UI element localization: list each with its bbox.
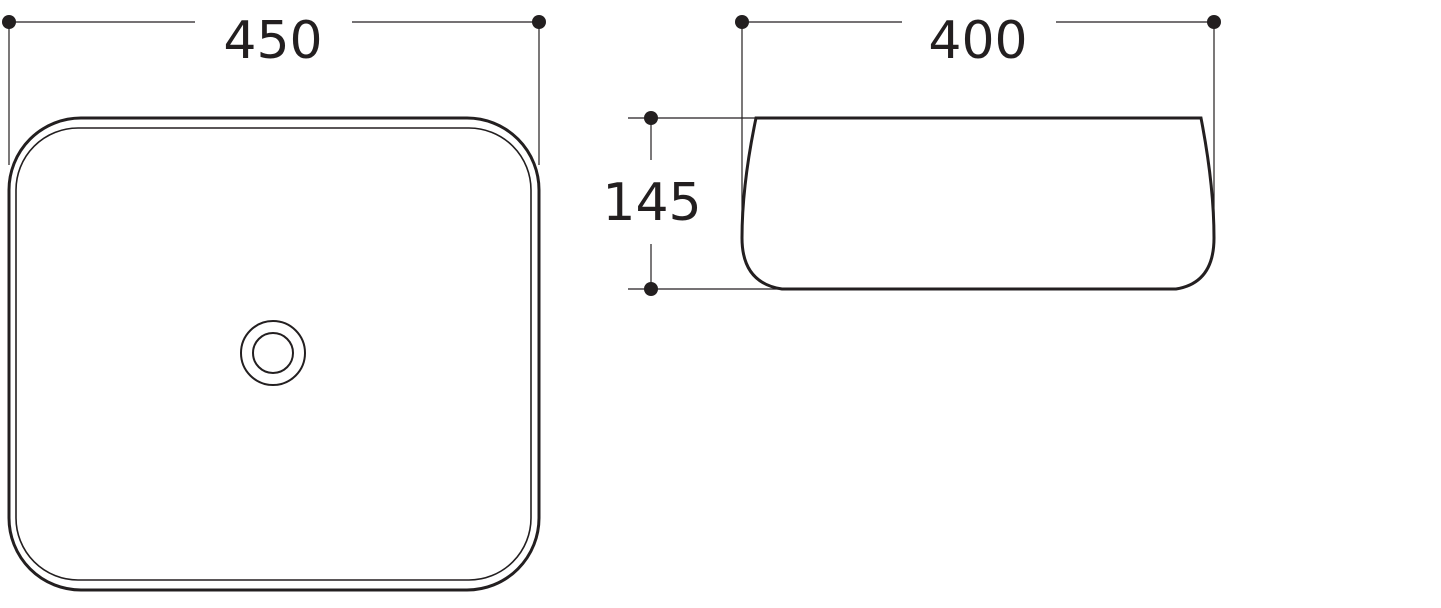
top-view-dimension-dot-right [532, 15, 546, 29]
side-view-height-label: 145 [602, 173, 701, 233]
side-view-dimension-dot-right [1207, 15, 1221, 29]
side-view-dimension-dot-left [735, 15, 749, 29]
basin-side-profile [740, 116, 1216, 291]
top-view-dimension-dot-left [2, 15, 16, 29]
side-view: 400 145 [602, 11, 1221, 296]
drain-outer-ring [240, 320, 306, 386]
basin-outer-rim [7, 116, 541, 592]
top-view: 450 [2, 11, 546, 592]
top-view-width-label: 450 [223, 11, 322, 71]
basin-inner-bowl [15, 127, 532, 581]
side-view-height-dot-bottom [644, 282, 658, 296]
side-view-width-label: 400 [928, 11, 1027, 71]
side-view-height-dot-top [644, 111, 658, 125]
drain-inner-ring [252, 332, 294, 374]
